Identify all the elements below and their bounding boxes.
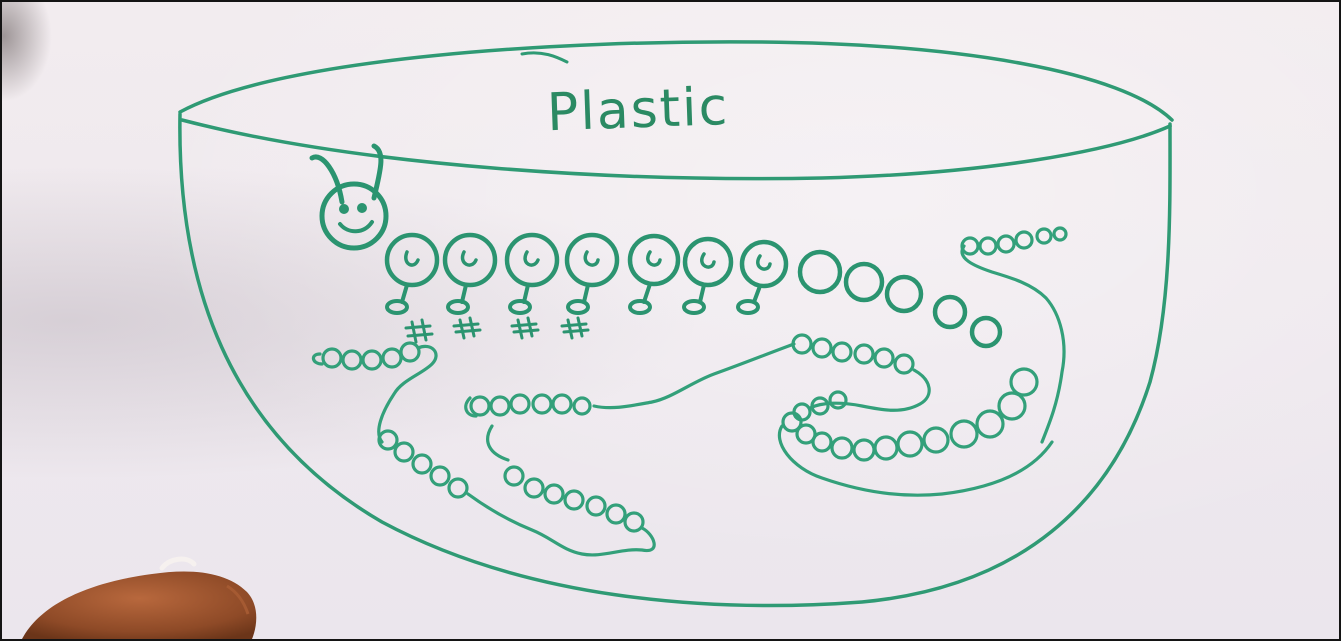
hand-photo-element (22, 559, 256, 639)
caterpillar-legs (387, 284, 760, 313)
caterpillar-head (322, 184, 386, 248)
polymer-chain-4 (505, 467, 643, 531)
polymer-chain-5 (793, 335, 929, 410)
bowl-label-plastic: Plastic (546, 77, 730, 143)
polymer-chain-7 (962, 228, 1066, 442)
polymer-chain-6 (779, 369, 1052, 495)
polymer-chain-2 (379, 431, 654, 555)
polymer-chain-3 (466, 344, 794, 460)
bowl-body (180, 114, 1170, 606)
polymer-chain-1 (313, 343, 436, 442)
